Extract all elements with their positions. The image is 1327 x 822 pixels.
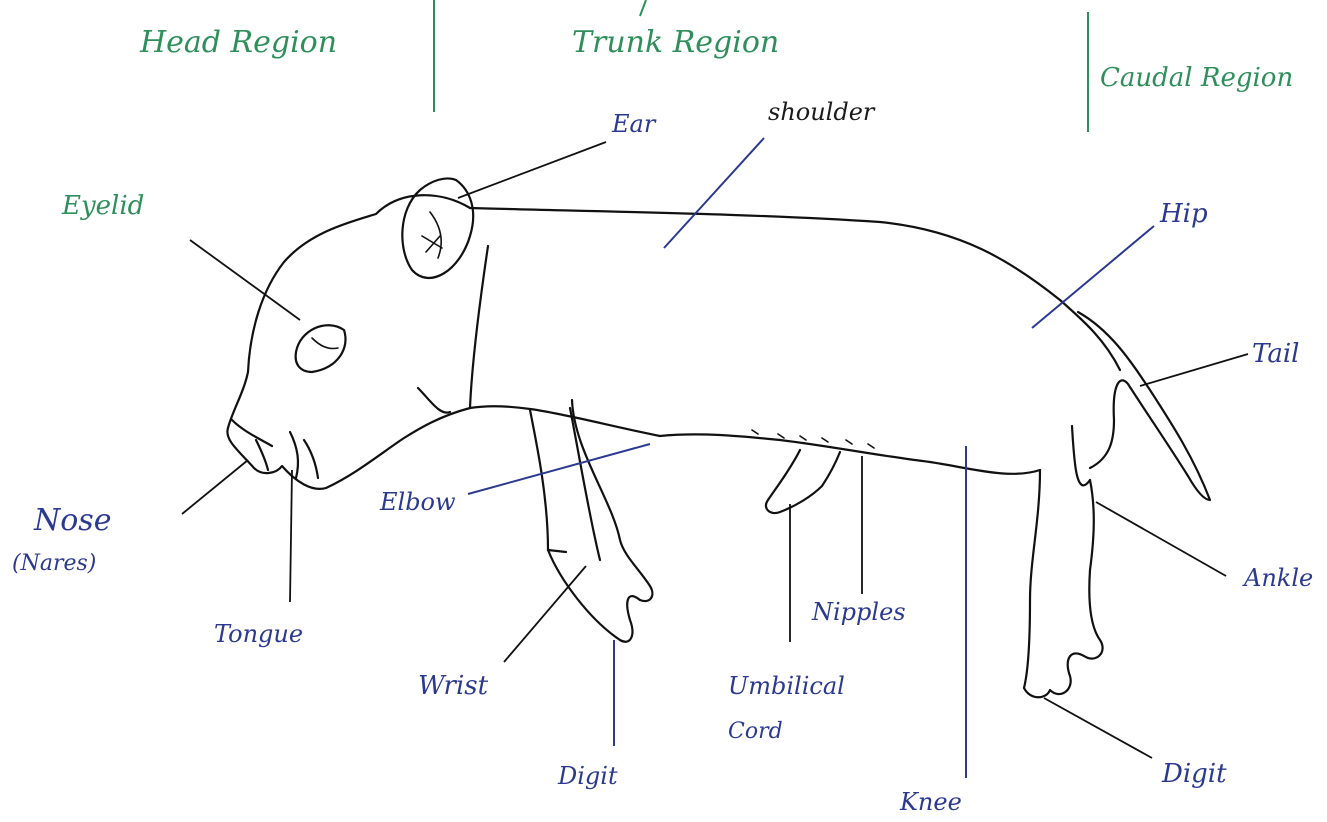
hip-label: Hip: [1159, 199, 1208, 229]
elbow-label: Elbow: [379, 488, 456, 516]
trunk-region-label: Trunk Region: [572, 25, 779, 60]
nose-label: Nose: [33, 503, 111, 538]
tongue-label: Tongue: [214, 620, 303, 648]
shoulder-label: shoulder: [768, 98, 876, 126]
elbow-leader: [468, 444, 650, 494]
tongue-leader: [290, 470, 292, 602]
eyelid-leader: [190, 240, 300, 320]
caudal-region-label: Caudal Region: [1100, 63, 1293, 93]
digit-hind-label: Digit: [1161, 759, 1227, 789]
nipples-label: Nipples: [811, 598, 906, 626]
head-region-label: Head Region: [139, 25, 337, 60]
knee-label: Knee: [899, 788, 962, 816]
ear-label: Ear: [611, 110, 657, 138]
umbilical-label-line1: Umbilical: [728, 672, 845, 700]
shoulder-leader: [664, 138, 764, 248]
umbilical-label-line2: Cord: [728, 719, 783, 744]
hip-leader: [1032, 226, 1154, 328]
ankle-leader: [1096, 502, 1226, 576]
tail-leader: [1140, 354, 1248, 386]
nares-label: (Nares): [12, 551, 96, 576]
wrist-label: Wrist: [418, 671, 489, 701]
leader-lines: [182, 138, 1248, 778]
ear-leader: [458, 142, 606, 198]
eyelid-label: Eyelid: [61, 191, 144, 221]
nose-leader: [182, 460, 248, 514]
tail-label: Tail: [1252, 339, 1299, 369]
region-tick: [640, 0, 646, 16]
digit-hind-leader: [1044, 698, 1152, 758]
digit-front-label: Digit: [557, 762, 618, 790]
ankle-label: Ankle: [1242, 564, 1313, 592]
wrist-leader: [504, 566, 586, 662]
fetal-pig-illustration: [227, 178, 1210, 697]
